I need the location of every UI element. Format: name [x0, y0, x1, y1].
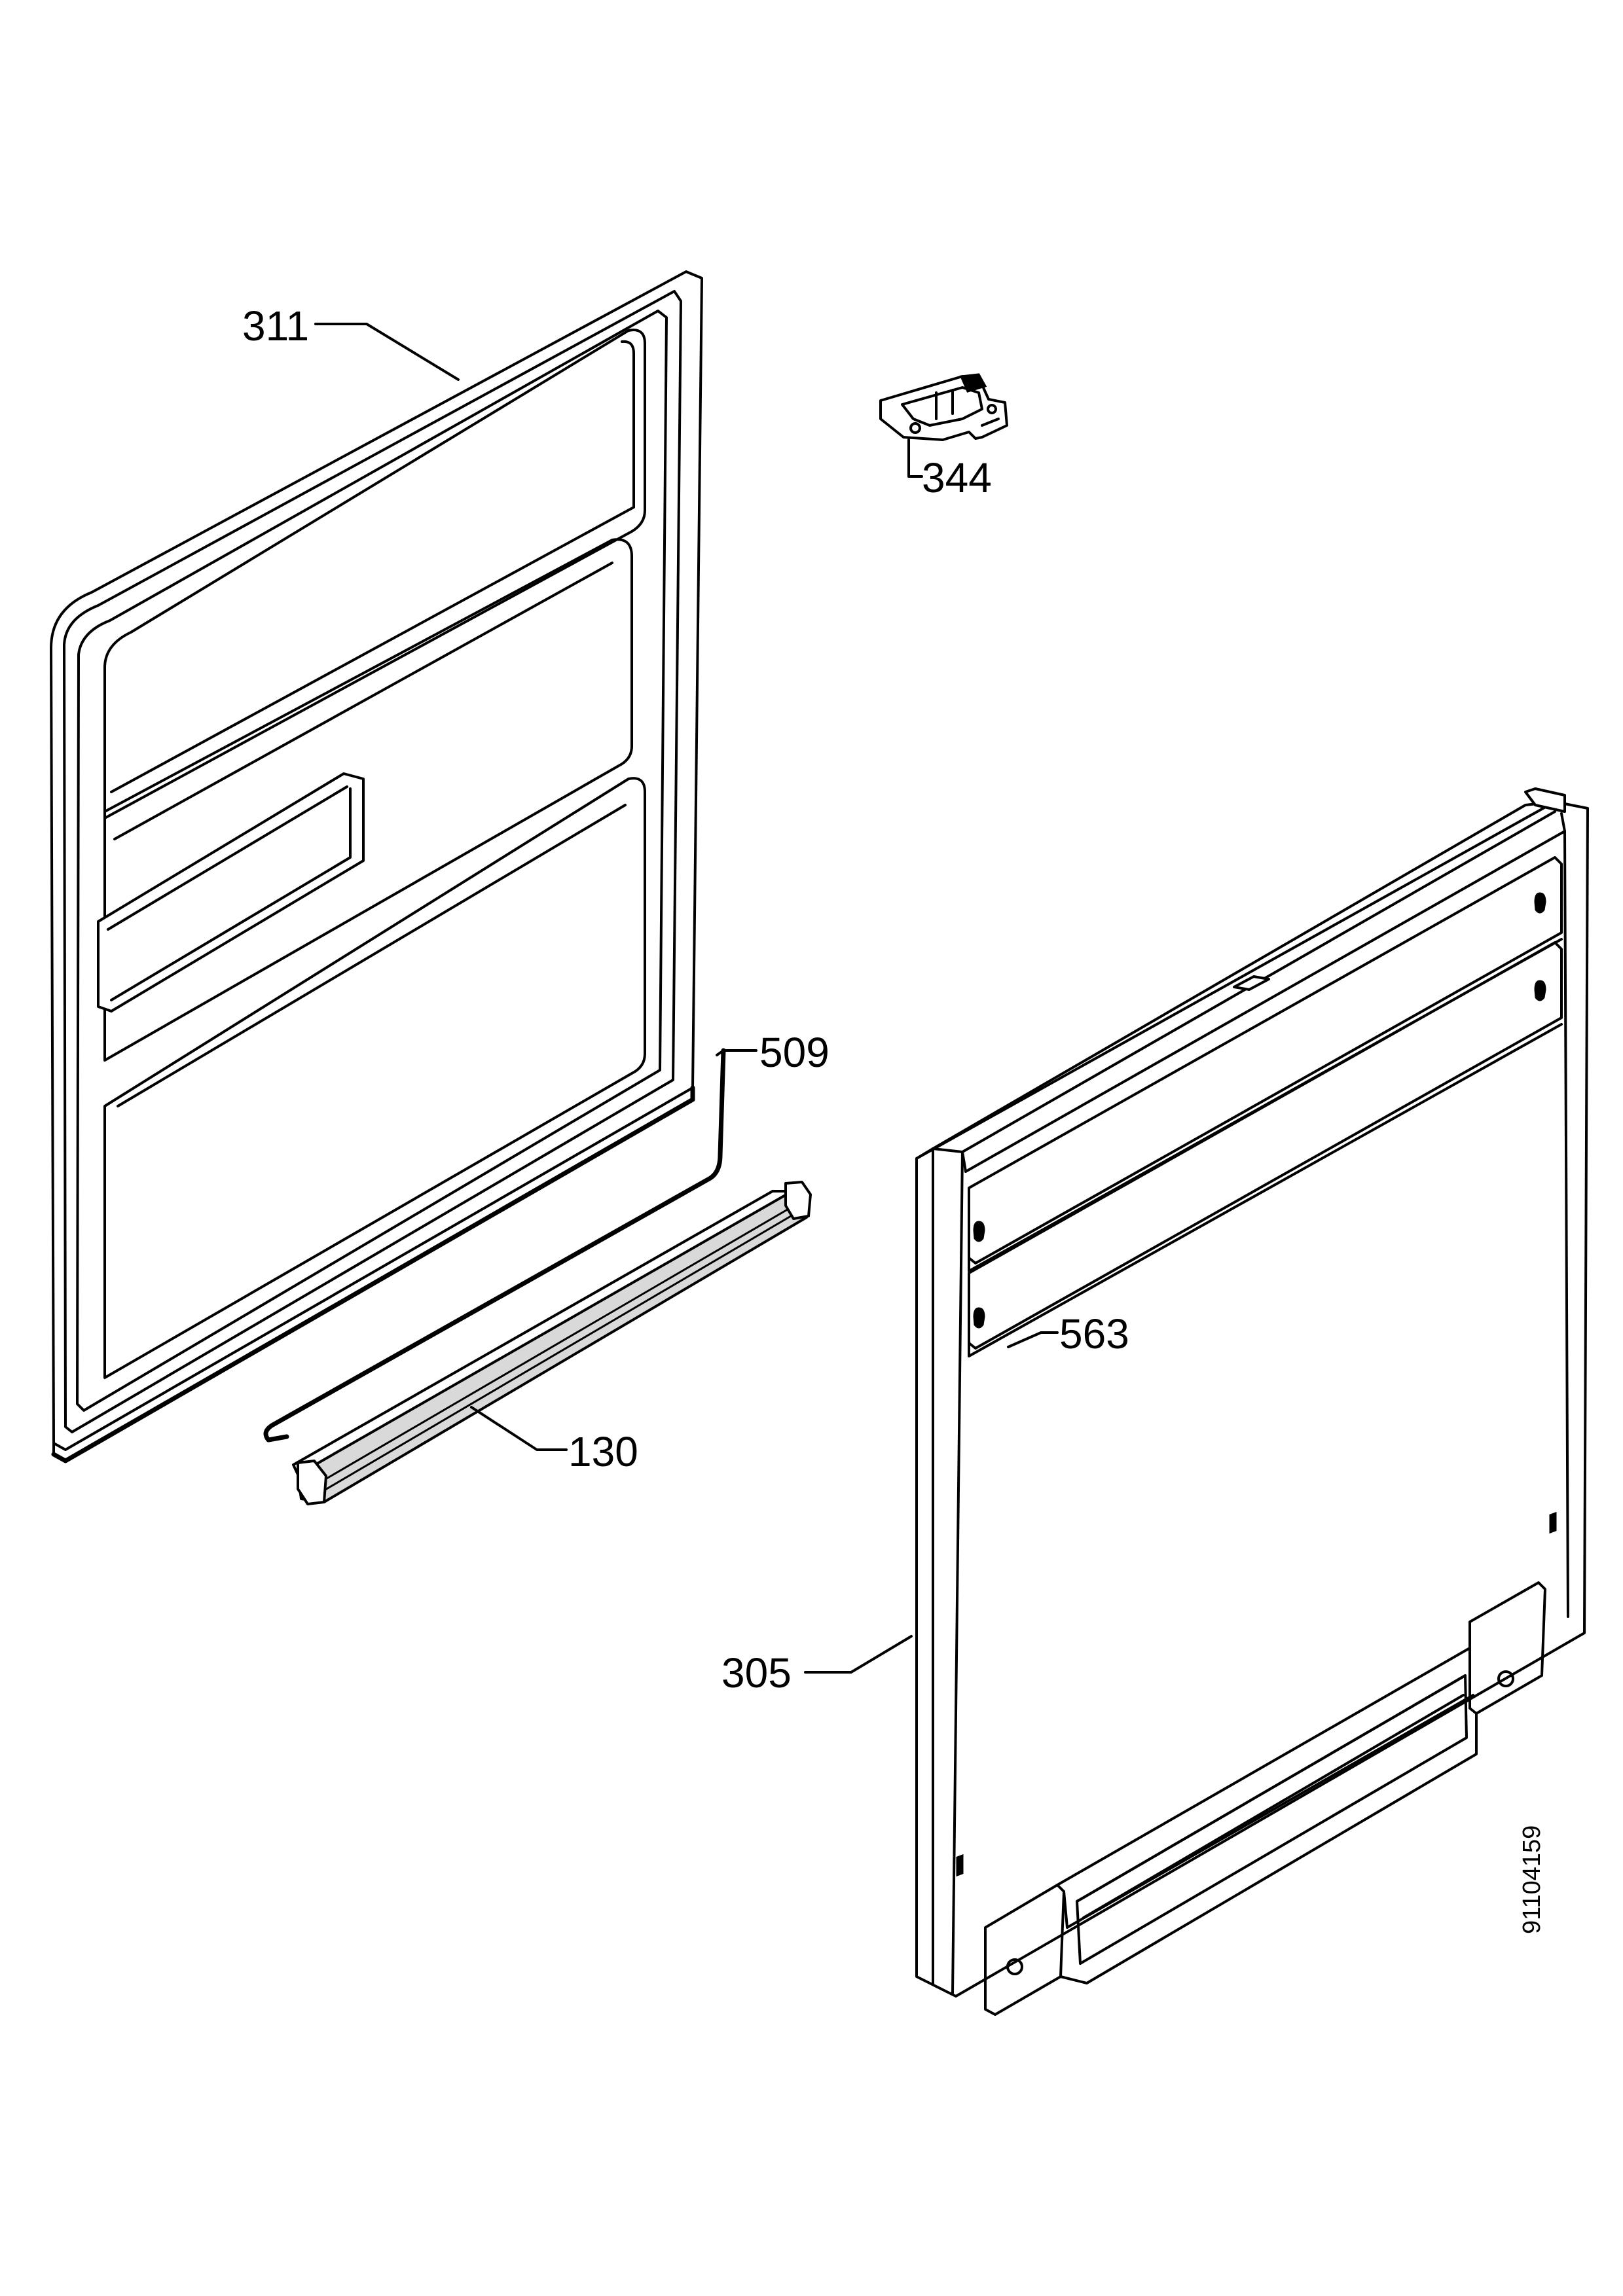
label-563: 563	[1059, 1310, 1129, 1357]
inner-door-panel-311	[50, 270, 703, 1463]
label-509: 509	[759, 1029, 830, 1076]
leader-563	[1007, 1331, 1059, 1348]
wire-rod-509	[263, 1048, 726, 1443]
leader-lines	[314, 323, 1059, 1674]
leader-305	[804, 1635, 913, 1674]
label-305: 305	[721, 1649, 792, 1696]
document-code: 91104159	[1518, 1825, 1546, 1934]
leader-311	[314, 323, 460, 381]
outer-door-panel-305	[915, 787, 1589, 2016]
door-latch-344	[879, 373, 1008, 441]
leader-130	[470, 1406, 568, 1451]
label-311: 311	[242, 302, 309, 350]
label-130: 130	[568, 1428, 638, 1475]
leader-344	[907, 439, 923, 478]
label-344: 344	[922, 454, 992, 501]
part-labels: 311 344 509 130 563 305	[242, 302, 1129, 1696]
seal-strip-130	[292, 1181, 812, 1505]
